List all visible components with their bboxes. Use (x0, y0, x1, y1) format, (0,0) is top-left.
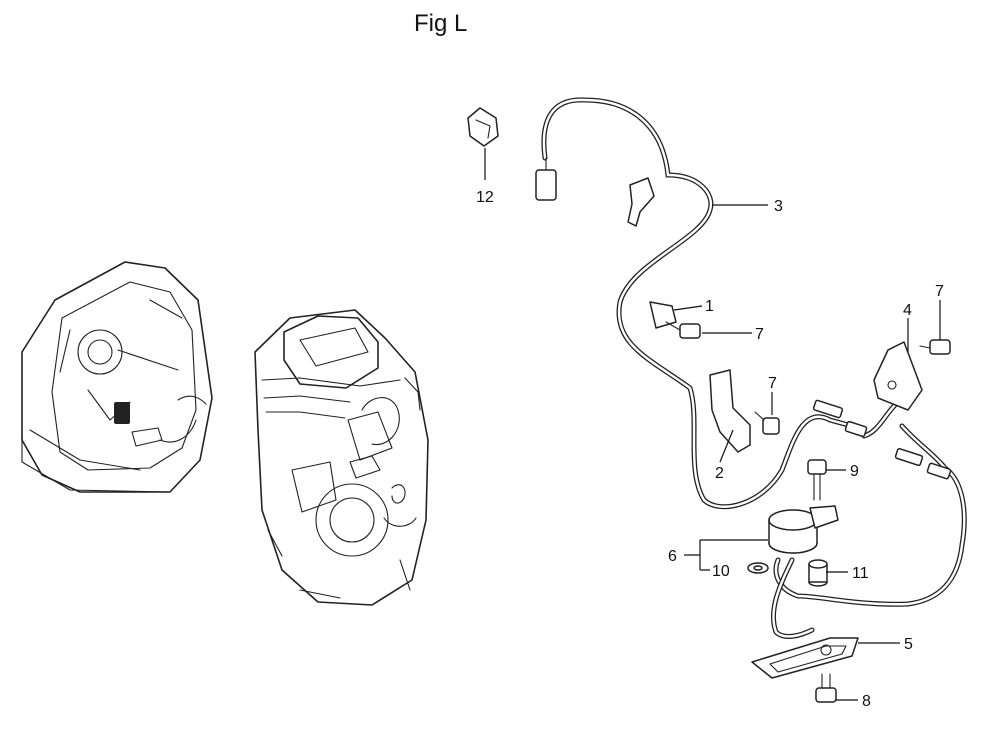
engine-block-view (254, 309, 429, 606)
bolt-7c (919, 339, 951, 355)
callout-8: 8 (862, 693, 871, 710)
callout-12: 12 (476, 189, 494, 206)
part-10-washer (747, 562, 769, 574)
part-12-clip (467, 107, 499, 180)
part-5-gasket (751, 637, 859, 679)
callout-7-middle: 7 (768, 375, 777, 392)
callout-4: 4 (903, 302, 912, 319)
callout-5: 5 (904, 636, 913, 653)
part-2-bracket (709, 369, 751, 453)
part-1-clip (649, 301, 677, 329)
callout-9: 9 (850, 463, 859, 480)
part-11-collar (808, 559, 828, 587)
callout-1: 1 (705, 298, 714, 315)
callouts: 12 3 1 7 7 2 4 7 9 6 10 11 5 8 (476, 189, 944, 710)
leader-lines (673, 204, 941, 701)
figure-title: Fig L (414, 10, 468, 37)
part-4-bracket (873, 341, 923, 411)
callout-11: 11 (852, 565, 869, 582)
part-6-switch (768, 505, 839, 554)
bolt-7a (665, 321, 701, 339)
callout-6: 6 (668, 548, 677, 565)
callout-3: 3 (774, 198, 783, 215)
bolt-8 (815, 673, 837, 703)
bolt-7b (754, 411, 780, 435)
callout-7-upper: 7 (755, 326, 764, 343)
bolt-9 (807, 459, 827, 501)
wire-harness (535, 97, 967, 639)
callout-7-right: 7 (935, 283, 944, 300)
callout-2: 2 (715, 465, 724, 482)
callout-10: 10 (712, 563, 730, 580)
engine-crankcase-view (21, 261, 213, 493)
